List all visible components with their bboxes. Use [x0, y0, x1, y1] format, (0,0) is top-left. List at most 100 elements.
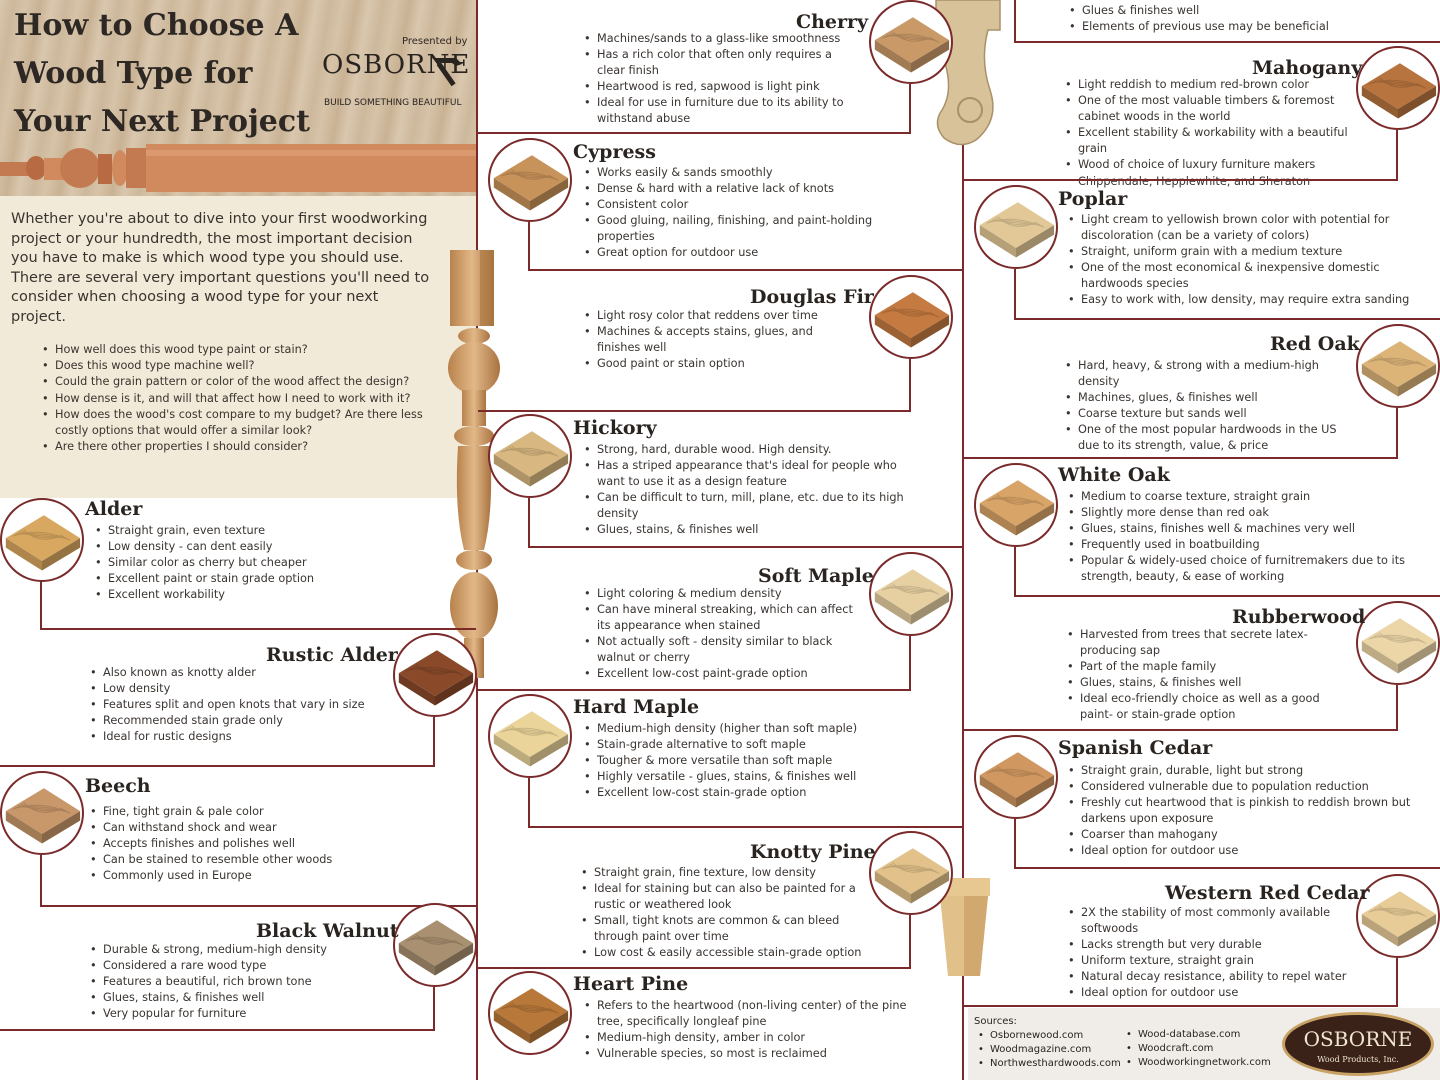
- question-item: Could the grain pattern or color of the …: [38, 374, 428, 390]
- rubberwood-sample-image: [1356, 601, 1440, 685]
- board-side-face: [911, 592, 950, 625]
- wood-grain-line: [508, 1003, 553, 1012]
- list-item: Strong, hard, durable wood. High density…: [582, 442, 912, 458]
- wood-grain-line: [886, 865, 936, 872]
- source-link[interactable]: Wood-database.com: [1126, 1028, 1271, 1042]
- osborne-footer-logo: OSBORNE Wood Products, Inc.: [1282, 1012, 1434, 1076]
- connector-line: [1014, 0, 1016, 42]
- wood-grain-line: [413, 935, 458, 944]
- connector-line: [433, 717, 435, 766]
- source-link[interactable]: Woodworkingnetwork.com: [1126, 1056, 1271, 1070]
- connector-line: [528, 269, 962, 271]
- wood-grain-line: [1376, 356, 1421, 365]
- list-item: Ideal eco-friendly choice as well as a g…: [1065, 691, 1335, 723]
- red-oak-sample-image: [1356, 324, 1440, 408]
- connector-line: [528, 778, 530, 827]
- hickory-points: Strong, hard, durable wood. High density…: [582, 442, 912, 539]
- board-side-face: [911, 315, 950, 348]
- wood-grain-line: [991, 769, 1041, 776]
- board-top-face: [5, 515, 81, 561]
- wood-grain-line: [505, 172, 555, 179]
- board-side-face: [530, 454, 569, 487]
- list-item: Very popular for furniture: [88, 1006, 388, 1022]
- board-top-face: [1361, 618, 1437, 664]
- list-item: Good gluing, nailing, finishing, and pai…: [582, 213, 892, 245]
- title-line-2: Wood Type for: [14, 56, 253, 91]
- list-item: Ideal option for outdoor use: [1066, 985, 1356, 1001]
- connector-line: [909, 359, 911, 411]
- poplar-title: Poplar: [1058, 188, 1128, 210]
- connector-line: [964, 729, 1398, 731]
- list-item: Glues, stains, & finishes well: [88, 990, 388, 1006]
- spanish-cedar-sample-image: [974, 735, 1058, 819]
- board-side-face: [1398, 364, 1437, 397]
- source-link[interactable]: Woodcraft.com: [1126, 1042, 1271, 1056]
- title-line-3: Your Next Project: [14, 104, 311, 139]
- board-side-face: [1016, 503, 1055, 536]
- connector-line: [40, 905, 476, 907]
- list-item: Small, tight knots are common & can blee…: [579, 913, 869, 945]
- heart-pine-title: Heart Pine: [573, 973, 689, 995]
- board-top-face: [493, 431, 569, 477]
- board-top-face: [874, 17, 950, 63]
- hard-maple-points: Medium-high density (higher than soft ma…: [582, 721, 902, 802]
- wood-grain-line: [1379, 632, 1419, 643]
- wood-grain-line: [23, 529, 63, 540]
- wood-grain-line: [997, 494, 1037, 505]
- list-item: Low cost & easily accessible stain-grade…: [579, 945, 869, 961]
- page-title: How to Choose A Wood Type for Your Next …: [14, 2, 314, 146]
- board-front-face: [493, 734, 530, 767]
- wood-grain-line: [505, 448, 555, 455]
- board-top-face: [398, 650, 474, 696]
- list-item: Ideal for rustic designs: [88, 729, 388, 745]
- list-item: Good paint or stain option: [582, 356, 857, 372]
- list-item: Commonly used in Europe: [88, 868, 458, 884]
- source-link[interactable]: Osbornewood.com: [978, 1029, 1121, 1043]
- list-item: Stain-grade alternative to soft maple: [582, 737, 902, 753]
- wood-grain-line: [1376, 633, 1421, 642]
- connector-line: [40, 628, 476, 630]
- wood-grain-line: [991, 219, 1041, 226]
- connector-line: [909, 915, 911, 968]
- list-item: Can have mineral streaking, which can af…: [582, 602, 862, 634]
- board-side-face: [1016, 775, 1055, 808]
- wood-grain-line: [17, 805, 67, 812]
- list-item: Consistent color: [582, 197, 892, 213]
- list-item: Ideal option for outdoor use: [1066, 843, 1426, 859]
- connector-line: [528, 826, 962, 828]
- list-item: Popular & widely-used choice of furnitre…: [1066, 553, 1406, 585]
- board-front-face: [398, 673, 435, 706]
- connector-line: [478, 967, 911, 969]
- list-item: Excellent low-cost stain-grade option: [582, 785, 902, 801]
- source-link[interactable]: Northwesthardwoods.com: [978, 1057, 1121, 1071]
- list-item: Considered a rare wood type: [88, 958, 388, 974]
- list-item: Features split and open knots that vary …: [88, 697, 388, 713]
- board-top-face: [1361, 63, 1437, 109]
- header-banner: How to Choose A Wood Type for Your Next …: [0, 0, 476, 196]
- source-link[interactable]: Woodmagazine.com: [978, 1043, 1121, 1057]
- list-item: Harvested from trees that secrete latex-…: [1065, 627, 1335, 659]
- list-item: Works easily & sands smoothly: [582, 165, 892, 181]
- connector-line: [528, 498, 530, 547]
- board-top-face: [493, 155, 569, 201]
- list-item: Freshly cut heartwood that is pinkish to…: [1066, 795, 1426, 827]
- wood-grain-line: [17, 532, 67, 539]
- connector-line: [909, 636, 911, 690]
- connector-line: [433, 987, 435, 1030]
- list-item: Hard, heavy, & strong with a medium-high…: [1063, 358, 1353, 390]
- connector-line: [1396, 685, 1398, 730]
- wood-grain-line: [1376, 78, 1421, 87]
- board-top-face: [979, 202, 1055, 248]
- list-item: Uniform texture, straight grain: [1066, 953, 1356, 969]
- connector-line: [1396, 130, 1398, 180]
- wood-grain-line: [416, 664, 456, 675]
- connector-line: [40, 580, 42, 628]
- wood-grain-line: [1379, 77, 1419, 88]
- list-item: Highly versatile - glues, stains, & fini…: [582, 769, 902, 785]
- list-item: Easy to work with, low density, may requ…: [1066, 292, 1411, 308]
- rustic-alder-sample-image: [393, 633, 477, 717]
- beech-title: Beech: [85, 775, 151, 797]
- board-top-face: [874, 569, 950, 615]
- title-line-1: How to Choose A: [14, 8, 299, 43]
- list-item: Great option for outdoor use: [582, 245, 892, 261]
